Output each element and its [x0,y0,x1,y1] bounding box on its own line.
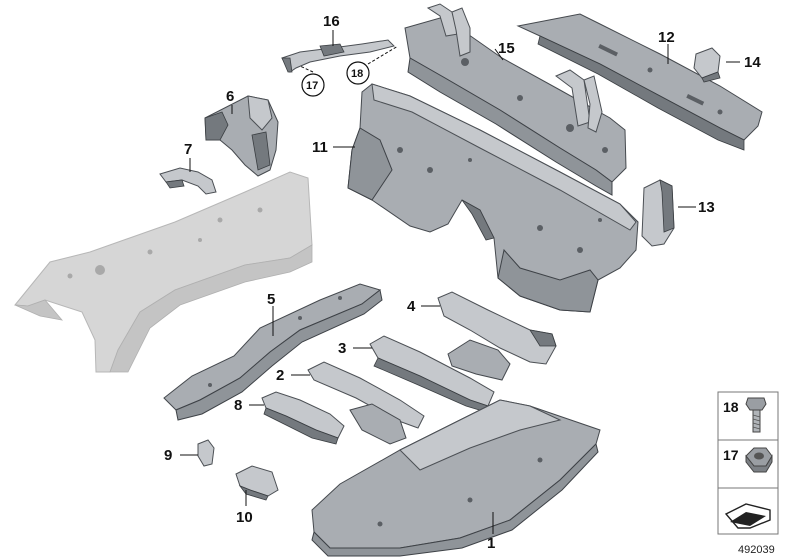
callout-16: 16 [323,13,340,30]
circled-callout-18: 18 [351,68,363,80]
callout-15: 15 [498,40,515,57]
part-11 [347,83,639,313]
callout-1: 1 [487,535,495,552]
part-10 [235,465,279,501]
circled-callout-17: 17 [306,80,318,92]
callout-7: 7 [184,141,192,158]
legend-label-18: 18 [723,399,739,415]
diagram-id-number: 492039 [738,544,775,556]
leader-lines [180,30,740,534]
callout-13: 13 [698,199,715,216]
part-12 [516,13,763,151]
part-14 [693,47,721,83]
bolt-icon [745,397,767,433]
part-6 [204,95,279,177]
circled-callout-17-ring [301,73,325,97]
part-9 [197,439,215,467]
callout-5: 5 [267,291,275,308]
callout-4: 4 [407,298,416,315]
callout-9: 9 [164,447,172,464]
callout-14: 14 [744,54,761,71]
circled-callout-18-ring [346,61,370,85]
part-13 [641,179,675,247]
nut-icon [745,447,773,473]
callout-2: 2 [276,367,284,384]
arrow-icon [724,503,771,529]
part-7 [159,167,217,195]
legend-label-17: 17 [723,447,739,463]
callout-11: 11 [312,139,328,156]
callout-12: 12 [658,29,675,46]
callout-8: 8 [234,397,242,414]
part-16 [281,39,395,73]
floor-tunnel-ghost [14,171,313,373]
part-5 [163,283,383,421]
callout-6: 6 [226,88,234,105]
part-15 [404,3,627,196]
part-8 [261,391,345,445]
fastener-legend: 18 17 [717,391,779,535]
part-1 [311,399,601,557]
callout-labels: 1 2 3 4 5 6 7 8 9 10 11 12 13 14 15 16 1… [164,13,761,552]
callout-3: 3 [338,340,346,357]
callout-10: 10 [236,509,253,526]
part-4 [437,291,557,381]
part-2 [307,361,425,445]
